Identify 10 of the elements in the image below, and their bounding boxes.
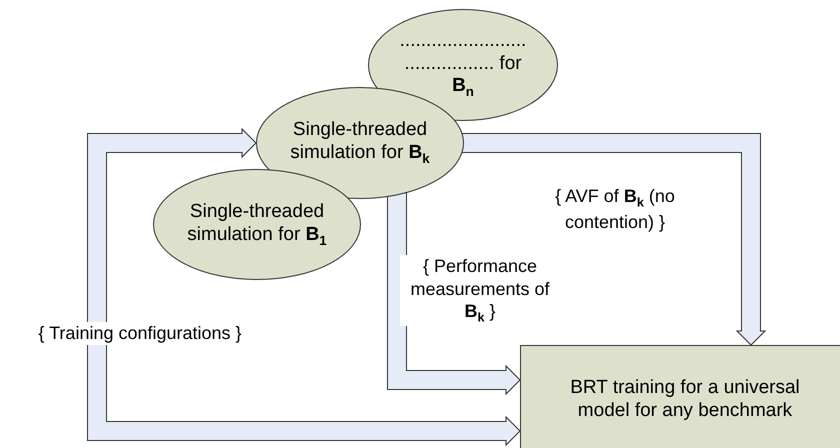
node-label: BRT training for a universal model for any benchmark: [569, 377, 801, 423]
node-label: Single-threaded simulation for B$_{k}$: [289, 119, 431, 167]
block-arrow: [462, 133, 766, 346]
process-ellipse: [153, 169, 361, 280]
process-ellipse: [368, 9, 558, 121]
node-label: Single-threaded simulation for B$_{1}$: [186, 200, 328, 248]
process-box: [520, 345, 840, 448]
block-arrow: [87, 128, 521, 446]
node-label: ........................ ................. for B$_{n}$: [398, 30, 528, 100]
block-arrow: [387, 192, 521, 396]
